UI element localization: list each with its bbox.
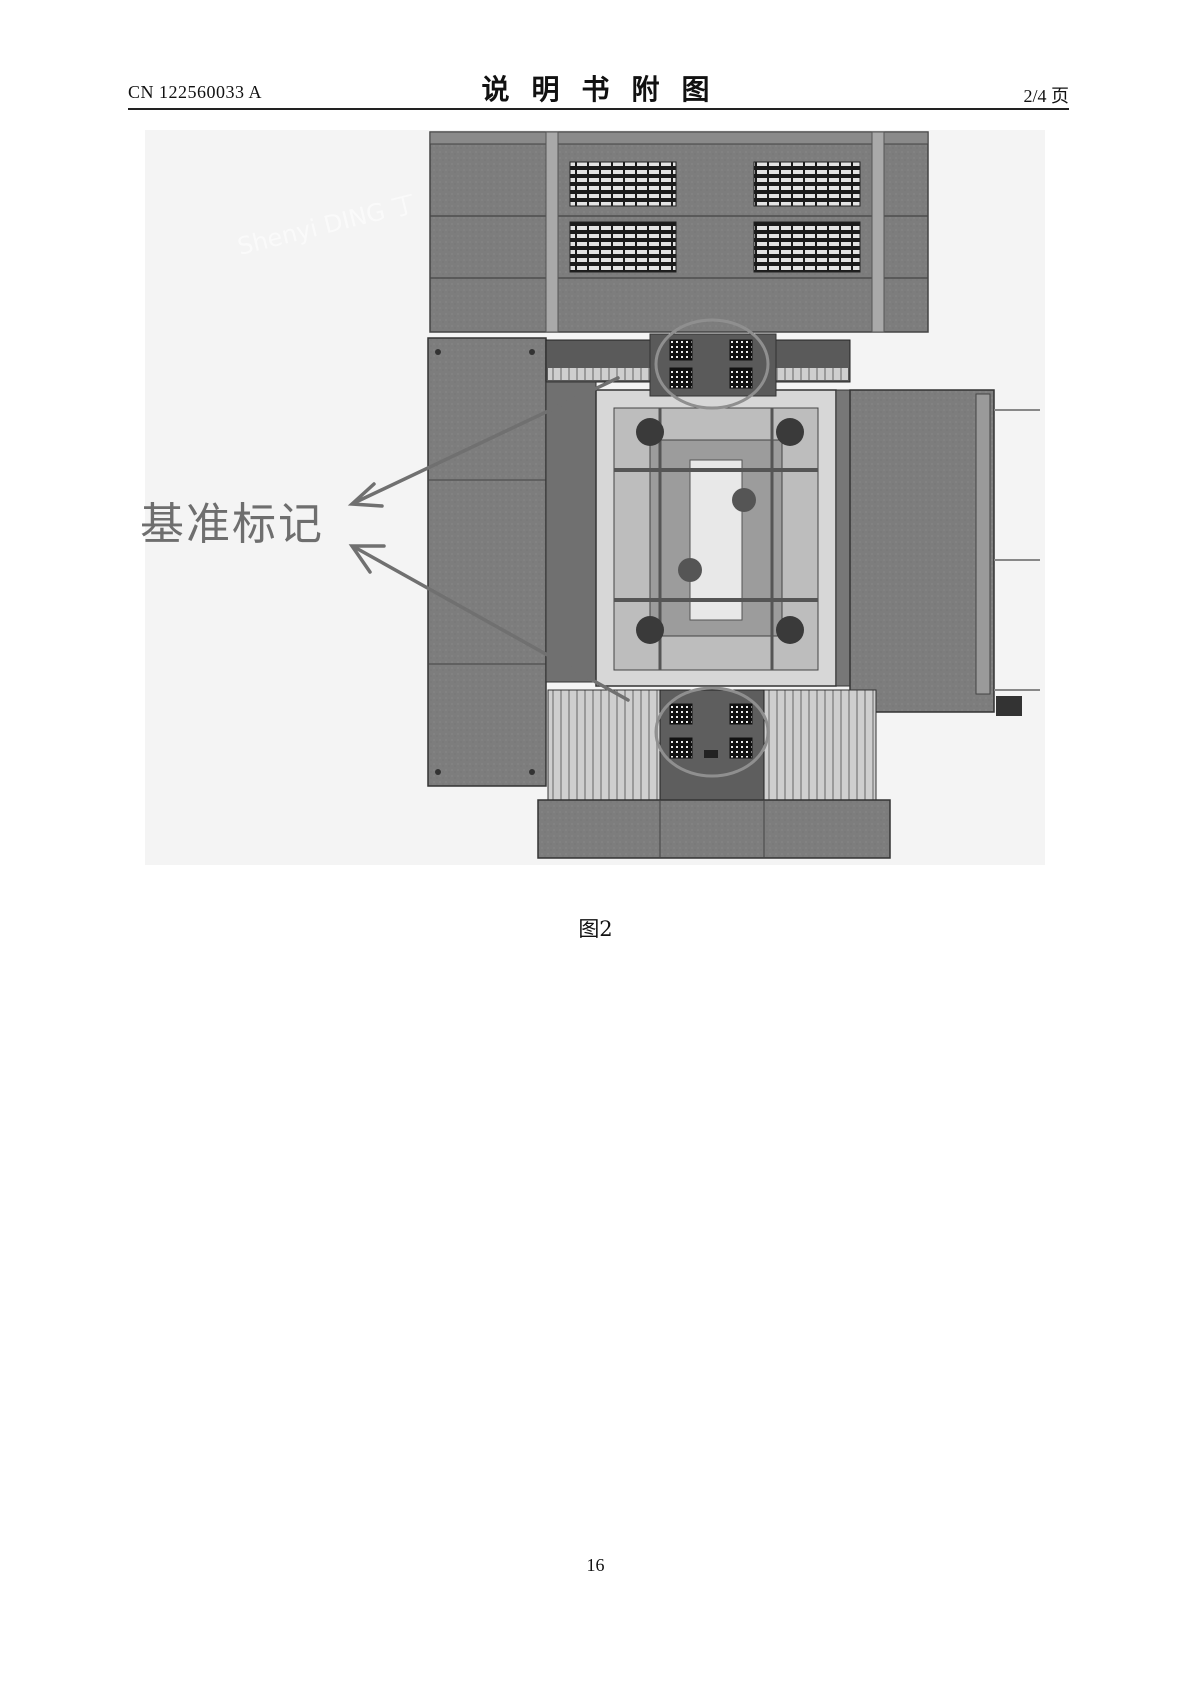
header-rule bbox=[128, 108, 1069, 110]
publication-number: CN 122560033 A bbox=[128, 82, 263, 102]
reference-mark-label: 基准标记 bbox=[140, 499, 324, 550]
left-wing bbox=[427, 337, 547, 787]
section-title: 说明书附图 bbox=[481, 73, 732, 106]
top-reference-markers bbox=[649, 318, 777, 410]
bottom-reference-markers bbox=[654, 686, 770, 778]
page-of-indicator: 2/4 页 bbox=[1023, 86, 1069, 106]
page-number: 16 bbox=[586, 1555, 605, 1575]
machine-top-view-figure: Shenyi DING 丁 bbox=[145, 130, 1045, 865]
bottom-conveyor bbox=[537, 689, 891, 859]
annotation-arrows bbox=[347, 376, 630, 702]
right-extension bbox=[849, 389, 1040, 716]
figure-caption: 图2 bbox=[578, 917, 613, 941]
top-cabinet bbox=[429, 131, 929, 333]
